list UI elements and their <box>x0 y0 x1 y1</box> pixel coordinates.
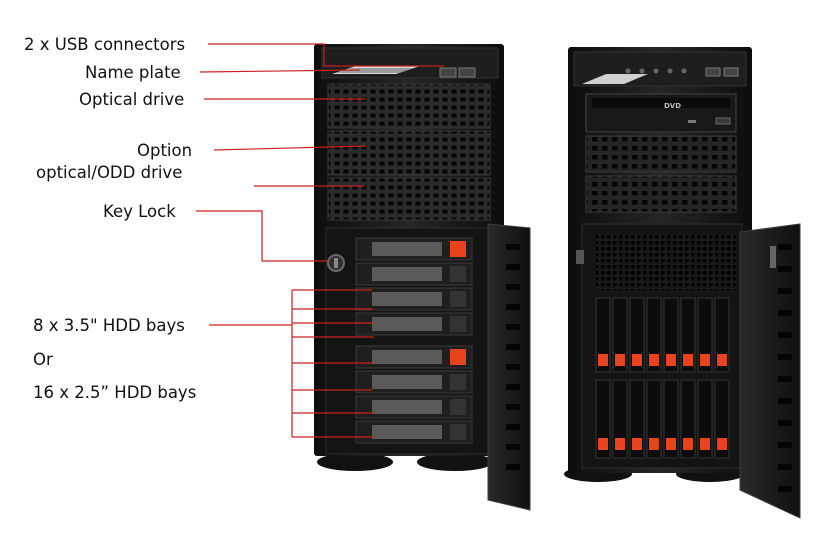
leader-name-plate <box>199 69 361 73</box>
fan-mesh <box>596 234 736 290</box>
dvd-indicator <box>688 120 696 123</box>
label-option: Option <box>137 141 193 160</box>
hdd-trays <box>355 237 473 444</box>
label-key-lock: Key Lock <box>103 202 176 221</box>
hdd-25-handles-top <box>598 354 727 366</box>
usb-port-icon <box>458 67 476 78</box>
label-optical-drive: Optical drive <box>79 90 185 109</box>
right-option-bay <box>585 175 737 213</box>
right-server: DVD <box>564 47 801 519</box>
label-hdd-35-bays: 8 x 3.5" HDD bays <box>33 316 185 335</box>
front-buttons <box>625 68 687 74</box>
right-name-plate <box>582 74 648 84</box>
optical-drive-bay <box>327 83 491 129</box>
hdd-25-handles-bottom <box>598 438 727 450</box>
leader-lines <box>196 43 444 438</box>
label-or: Or <box>33 350 53 369</box>
label-usb-connectors: 2 x USB connectors <box>24 35 186 54</box>
left-foot <box>417 453 493 471</box>
option-drive-bay <box>327 130 491 176</box>
name-plate-inner <box>336 68 414 73</box>
hdd-25-trays-top <box>595 297 730 373</box>
leader-key-lock <box>196 210 328 262</box>
usb-port-icon <box>705 67 721 77</box>
label-hdd-25-bays: 16 x 2.5” HDD bays <box>33 383 197 402</box>
label-name-plate: Name plate <box>85 63 181 82</box>
dvd-tray <box>592 98 730 108</box>
label-option-odd-drive: optical/ODD drive <box>36 163 183 182</box>
usb-port-icon <box>439 67 457 78</box>
leader-usb <box>208 43 444 67</box>
right-option-bay <box>585 135 737 173</box>
dvd-logo: DVD <box>664 102 681 110</box>
key-slot <box>334 258 338 268</box>
dvd-eject-button <box>715 117 731 125</box>
right-key-lock-icon <box>576 250 584 264</box>
usb-port-icon <box>723 67 739 77</box>
left-server <box>314 44 531 511</box>
option-drive-bay <box>327 177 491 221</box>
hdd-cage <box>325 227 507 455</box>
left-foot <box>317 453 393 471</box>
door-latch <box>770 246 776 268</box>
leader-option <box>213 145 367 151</box>
